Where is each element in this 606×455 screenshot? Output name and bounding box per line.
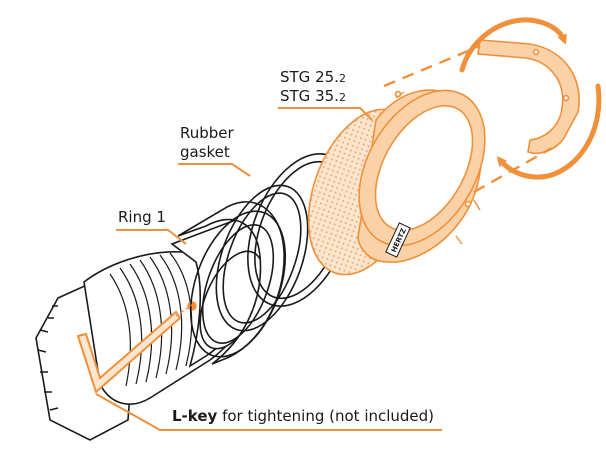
label-rubber-gasket: Rubber gasket xyxy=(178,124,251,177)
svg-text:STG 35.2: STG 35.2 xyxy=(280,87,346,105)
svg-text:Rubber: Rubber xyxy=(180,124,235,142)
label-l-key: L-key for tightening (not included) xyxy=(95,393,442,431)
svg-text:Ring 1: Ring 1 xyxy=(118,208,166,226)
label-stg: STG 25.2 STG 35.2 xyxy=(278,68,373,121)
svg-text:L-key for tightening (not incl: L-key for tightening (not included) xyxy=(172,407,434,425)
tweeter-frame xyxy=(357,89,486,263)
svg-text:STG 25.2: STG 25.2 xyxy=(280,68,346,86)
l-key-guide xyxy=(175,301,197,317)
label-ring-1: Ring 1 xyxy=(116,208,187,245)
ring-1 xyxy=(177,201,287,365)
rotate-arrows-icon xyxy=(459,17,602,180)
svg-text:gasket: gasket xyxy=(180,143,230,161)
alignment-guides xyxy=(383,44,553,194)
mounting-bracket xyxy=(477,39,580,154)
l-key xyxy=(76,310,182,394)
